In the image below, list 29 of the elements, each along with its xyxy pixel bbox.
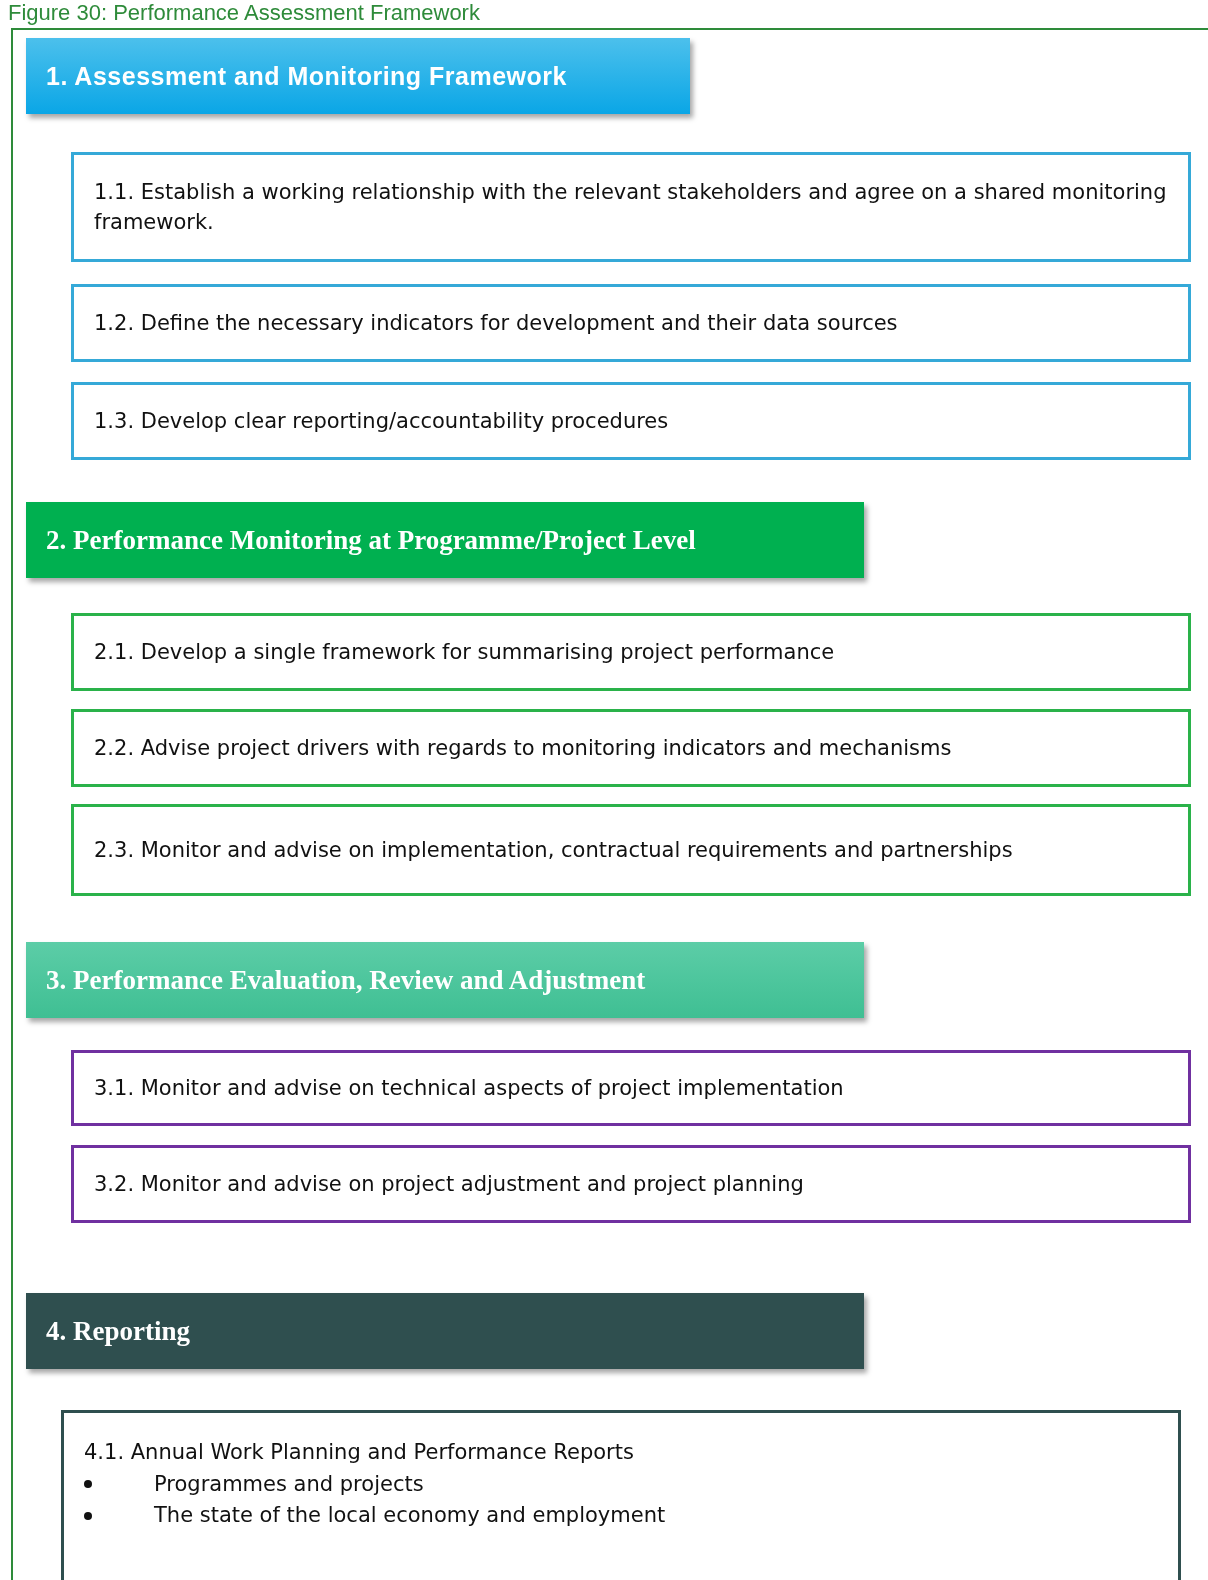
list-item: The state of the local economy and employment [154,1502,666,1529]
step-text: 2.1. Develop a single framework for summarising project performance [94,638,836,666]
step-box [71,804,1191,896]
step-box [71,1050,1191,1126]
header-text: 2. Performance Monitoring at Programme/Project Level [46,524,696,556]
section-header [26,1293,864,1369]
header-text: 3. Performance Evaluation, Review and Adjustment [46,964,646,996]
step-text: 2.3. Monitor and advise on implementation, contractual requirements and partnerships [94,836,1014,864]
step-box [71,709,1191,787]
step-box [71,613,1191,691]
figure-title: Figure 30: Performance Assessment Framework [8,0,480,26]
list-item: Programmes and projects [154,1470,424,1498]
step-box [71,382,1191,460]
step-box [71,1145,1191,1223]
step-box [71,284,1191,362]
header-text: 4. Reporting [46,1315,190,1347]
step-text: 3.2. Monitor and advise on project adjustment and project planning [94,1170,805,1198]
step-text: 1.2. Define the necessary indicators for development and their data sources [94,309,899,337]
list-heading: 4.1. Annual Work Planning and Performance Reports [84,1439,635,1466]
step-text: 2.2. Advise project drivers with regards to monitoring indicators and mechanisms [94,734,953,762]
step-text: 1.1. Establish a working relationship with the relevant stakeholders and agree on a shared monitoring framework. [94,178,1168,236]
section-header [26,942,864,1018]
step-box [61,1410,1181,1580]
section-header [26,502,864,578]
header-text: 1. Assessment and Monitoring Framework [46,61,567,91]
step-box [71,152,1191,262]
step-text: 3.1. Monitor and advise on technical aspects of project implementation [94,1074,845,1102]
step-text: 1.3. Develop clear reporting/accountability procedures [94,407,670,435]
section-header [26,38,690,114]
